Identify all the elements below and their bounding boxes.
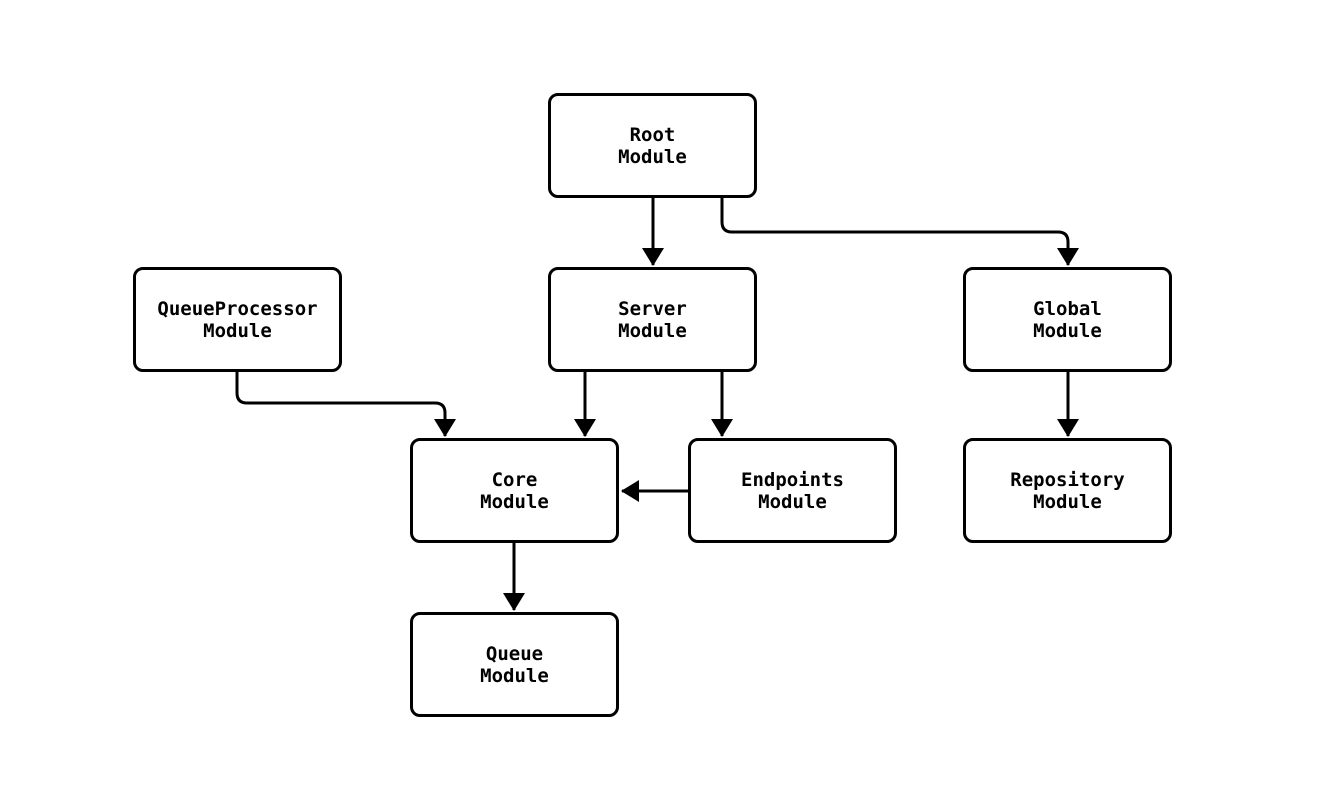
node-label-line2: Module [203, 319, 272, 342]
edge-queueprocessor-module-to-core-module [235, 372, 456, 437]
node-repository-module: Repository Module [963, 438, 1172, 543]
node-label-line1: Global [1033, 297, 1102, 320]
node-label-line2: Module [480, 490, 549, 513]
node-label-line2: Module [618, 145, 687, 168]
node-server-module: Server Module [548, 267, 757, 372]
node-label-line2: Module [618, 319, 687, 342]
node-queue-module: Queue Module [410, 612, 619, 717]
node-label-line2: Module [1033, 319, 1102, 342]
edge-root-module-to-global-module [720, 198, 1079, 266]
node-label-line1: Root [629, 123, 676, 146]
node-global-module: Global Module [963, 267, 1172, 372]
node-core-module: Core Module [410, 438, 619, 543]
node-root-module: Root Module [548, 93, 757, 198]
node-label-line1: Endpoints [741, 468, 844, 491]
node-queueprocessor-module: QueueProcessor Module [133, 267, 342, 372]
node-label-line1: Core [491, 468, 538, 491]
node-label-line1: Queue [485, 642, 544, 665]
node-label-line2: Module [480, 664, 549, 687]
node-label-line2: Module [758, 490, 827, 513]
node-endpoints-module: Endpoints Module [688, 438, 897, 543]
node-label-line2: Module [1033, 490, 1102, 513]
node-label-line1: Repository [1010, 468, 1125, 491]
node-label-line1: QueueProcessor [157, 297, 318, 320]
node-label-line1: Server [618, 297, 687, 320]
